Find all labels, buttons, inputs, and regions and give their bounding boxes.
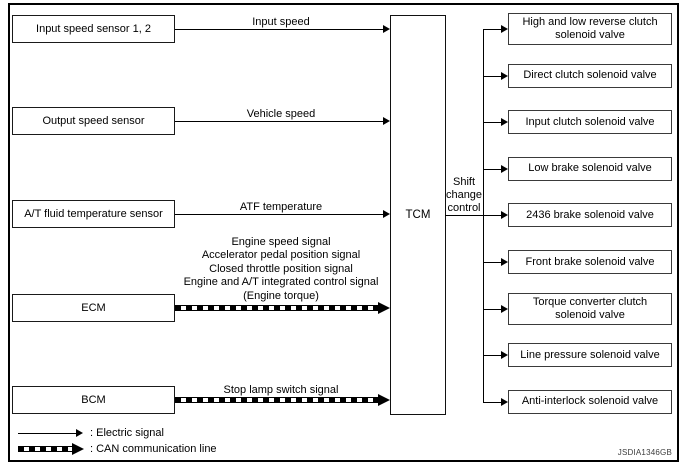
arrowhead-icon xyxy=(501,304,508,313)
can-line-bcm xyxy=(175,397,378,403)
output-box-2436-brake: 2436 brake solenoid valve xyxy=(508,203,672,227)
arrowhead-icon xyxy=(501,351,508,359)
output-box-torque-converter-clutch: Torque converter clutch solenoid valve xyxy=(508,292,672,325)
branch-line xyxy=(483,401,501,403)
arrowhead-icon xyxy=(501,71,508,80)
output-box-direct-clutch: Direct clutch solenoid valve xyxy=(508,63,672,88)
legend-electric-arrow-icon xyxy=(18,433,76,434)
diagram-border xyxy=(8,3,679,462)
input-box-output-speed-sensor: Output speed sensor xyxy=(12,107,175,135)
tcm-box: TCM xyxy=(390,15,446,415)
arrowhead-icon xyxy=(501,397,508,406)
can-line-ecm xyxy=(175,305,378,311)
input-box-bcm: BCM xyxy=(12,386,175,414)
branch-line xyxy=(483,355,501,356)
signal-label-vehicle-speed: Vehicle speed xyxy=(246,108,316,120)
arrowhead-icon xyxy=(378,394,390,406)
figure-code: JSDIA1346GB xyxy=(617,448,672,457)
arrowhead-icon xyxy=(76,429,83,437)
signal-label-atf-temperature: ATF temperature xyxy=(239,201,323,213)
arrowhead-icon xyxy=(501,164,508,173)
branch-line xyxy=(483,215,501,216)
arrowhead-icon xyxy=(383,25,390,33)
electric-line-atf-temperature xyxy=(175,214,383,215)
input-box-at-fluid-temp-sensor: A/T fluid temperature sensor xyxy=(12,200,175,228)
legend-can-label: : CAN communication line xyxy=(90,443,217,455)
arrowhead-icon xyxy=(501,118,508,126)
output-box-low-brake: Low brake solenoid valve xyxy=(508,156,672,181)
input-box-ecm: ECM xyxy=(12,294,175,322)
arrowhead-icon xyxy=(378,302,390,314)
output-box-input-clutch: Input clutch solenoid valve xyxy=(508,110,672,134)
signal-label-ecm-signals: Engine speed signal Accelerator pedal po… xyxy=(183,236,379,302)
signal-label-stop-lamp: Stop lamp switch signal xyxy=(223,384,339,396)
legend-electric-label: : Electric signal xyxy=(90,427,164,439)
input-box-input-speed-sensor: Input speed sensor 1, 2 xyxy=(12,15,175,43)
electric-line-input-speed xyxy=(175,29,383,30)
branch-line xyxy=(483,308,501,310)
arrowhead-icon xyxy=(501,211,508,219)
electric-line-vehicle-speed xyxy=(175,121,383,122)
branch-line xyxy=(483,262,501,263)
arrowhead-icon xyxy=(72,443,84,455)
arrowhead-icon xyxy=(501,25,508,33)
output-box-high-low-reverse-clutch: High and low reverse clutch solenoid val… xyxy=(508,13,672,45)
output-box-anti-interlock: Anti-interlock solenoid valve xyxy=(508,389,672,414)
arrowhead-icon xyxy=(383,117,390,125)
branch-line xyxy=(483,75,501,77)
tcm-output-connector xyxy=(445,215,483,216)
shift-change-control-label: Shift change control xyxy=(445,176,483,214)
signal-label-input-speed: Input speed xyxy=(252,16,310,28)
branch-line xyxy=(483,29,501,30)
arrowhead-icon xyxy=(501,258,508,266)
branch-line xyxy=(483,168,501,170)
output-box-line-pressure: Line pressure solenoid valve xyxy=(508,343,672,367)
arrowhead-icon xyxy=(383,210,390,218)
legend-can-arrow-icon xyxy=(18,446,72,452)
branch-line xyxy=(483,122,501,123)
output-box-front-brake: Front brake solenoid valve xyxy=(508,250,672,274)
